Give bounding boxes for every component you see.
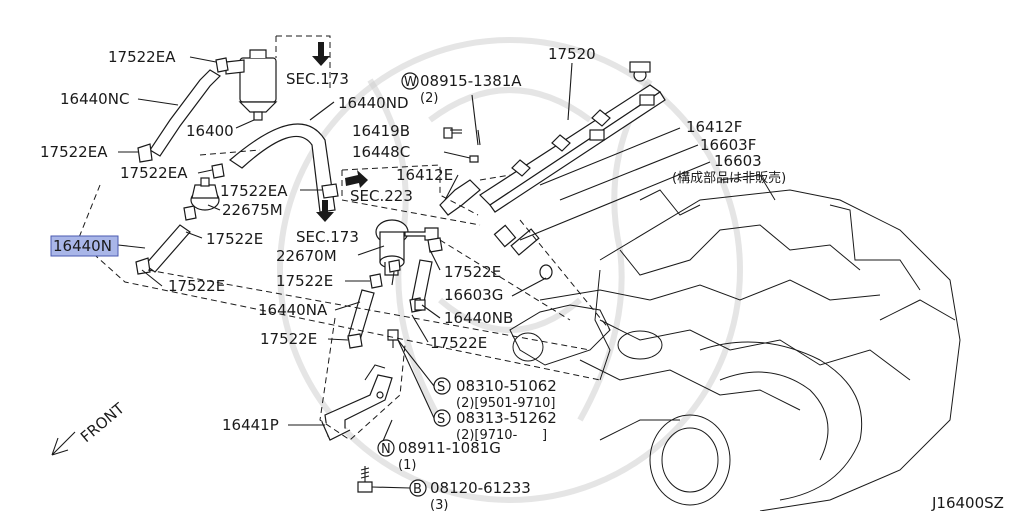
dashed-guides <box>77 35 611 441</box>
label-17522ea-2[interactable]: 17522EA <box>40 143 108 161</box>
label-s2-num[interactable]: 08313-51262 <box>456 409 557 427</box>
part-labels: 17522EA 16440NC 16400 17522EA 17522EA 17… <box>40 45 1004 511</box>
front-label: FRONT <box>77 399 128 446</box>
label-16440nd[interactable]: 16440ND <box>338 94 409 112</box>
diagram-code: J16400SZ <box>931 494 1004 511</box>
label-16440nb[interactable]: 16440NB <box>444 309 513 327</box>
label-16412e[interactable]: 16412E <box>396 166 453 184</box>
prefix-b: B <box>413 482 422 497</box>
hose-bracket <box>321 364 393 441</box>
bolts <box>357 127 481 493</box>
label-16440na[interactable]: 16440NA <box>258 301 328 319</box>
label-17522e-5[interactable]: 17522E <box>444 263 501 281</box>
prefix-s1: S <box>437 380 445 395</box>
label-w-bolt[interactable]: 08915-1381A <box>420 72 522 90</box>
front-indicator: FRONT <box>51 399 128 456</box>
label-16603[interactable]: 16603 <box>714 152 762 170</box>
label-16400[interactable]: 16400 <box>186 122 234 140</box>
label-17522e-6[interactable]: 17522E <box>430 334 487 352</box>
fuel-hoses <box>144 69 481 341</box>
fuel-damper <box>190 177 220 211</box>
prefix-w: W <box>404 75 417 90</box>
prefix-b-circle <box>409 479 427 497</box>
pressure-regulator <box>375 219 439 276</box>
label-b-sub: (3) <box>430 498 448 511</box>
label-22675m[interactable]: 22675M <box>222 201 283 219</box>
section-arrows <box>312 42 368 222</box>
label-17522e-2[interactable]: 17522E <box>168 277 225 295</box>
label-17522ea-3[interactable]: 17522EA <box>120 164 188 182</box>
fuel-rail <box>479 61 666 213</box>
prefix-s1-circle <box>433 377 451 395</box>
label-22670m[interactable]: 22670M <box>276 247 337 265</box>
label-17520[interactable]: 17520 <box>548 45 596 63</box>
label-n-sub: (1) <box>398 458 416 473</box>
label-w-qty: (2) <box>420 91 438 106</box>
label-b-num[interactable]: 08120-61233 <box>430 479 531 497</box>
prefix-w-circle <box>401 72 419 90</box>
label-16448c[interactable]: 16448C <box>352 143 410 161</box>
label-sec173-2[interactable]: SEC.173 <box>296 228 359 246</box>
prefix-n-circle <box>377 439 395 457</box>
label-s1-sub: (2)[9501-9710] <box>456 396 555 411</box>
label-sec173-1[interactable]: SEC.173 <box>286 70 349 88</box>
label-s1-num[interactable]: 08310-51062 <box>456 377 557 395</box>
label-16603-note: (構成部品は非販売) <box>672 170 786 186</box>
leader-lines <box>117 56 711 489</box>
label-16440nc[interactable]: 16440NC <box>60 90 129 108</box>
label-16419b[interactable]: 16419B <box>352 122 410 140</box>
fuel-filter <box>225 49 278 121</box>
label-16412f[interactable]: 16412F <box>686 118 742 136</box>
label-n-num[interactable]: 08911-1081G <box>398 439 501 457</box>
prefix-s2: S <box>437 412 445 427</box>
hose-clamps <box>135 57 443 349</box>
label-17522e-4[interactable]: 17522E <box>260 330 317 348</box>
label-16441p[interactable]: 16441P <box>222 416 279 434</box>
label-sec223[interactable]: SEC.223 <box>350 187 413 205</box>
label-16603g[interactable]: 16603G <box>444 286 503 304</box>
label-16603f[interactable]: 16603F <box>700 136 756 154</box>
label-17522ea-4[interactable]: 17522EA <box>220 182 288 200</box>
label-17522e-1[interactable]: 17522E <box>206 230 263 248</box>
label-s2-sub: (2)[9710- ] <box>456 428 547 443</box>
injector <box>493 224 553 280</box>
prefix-s2-circle <box>433 409 451 427</box>
engine-block <box>509 174 961 511</box>
label-16440n[interactable]: 16440N <box>53 237 112 255</box>
highlight-16440n <box>50 235 119 257</box>
label-17522ea-1[interactable]: 17522EA <box>108 48 176 66</box>
label-17522e-3[interactable]: 17522E <box>276 272 333 290</box>
prefix-n: N <box>381 442 391 457</box>
